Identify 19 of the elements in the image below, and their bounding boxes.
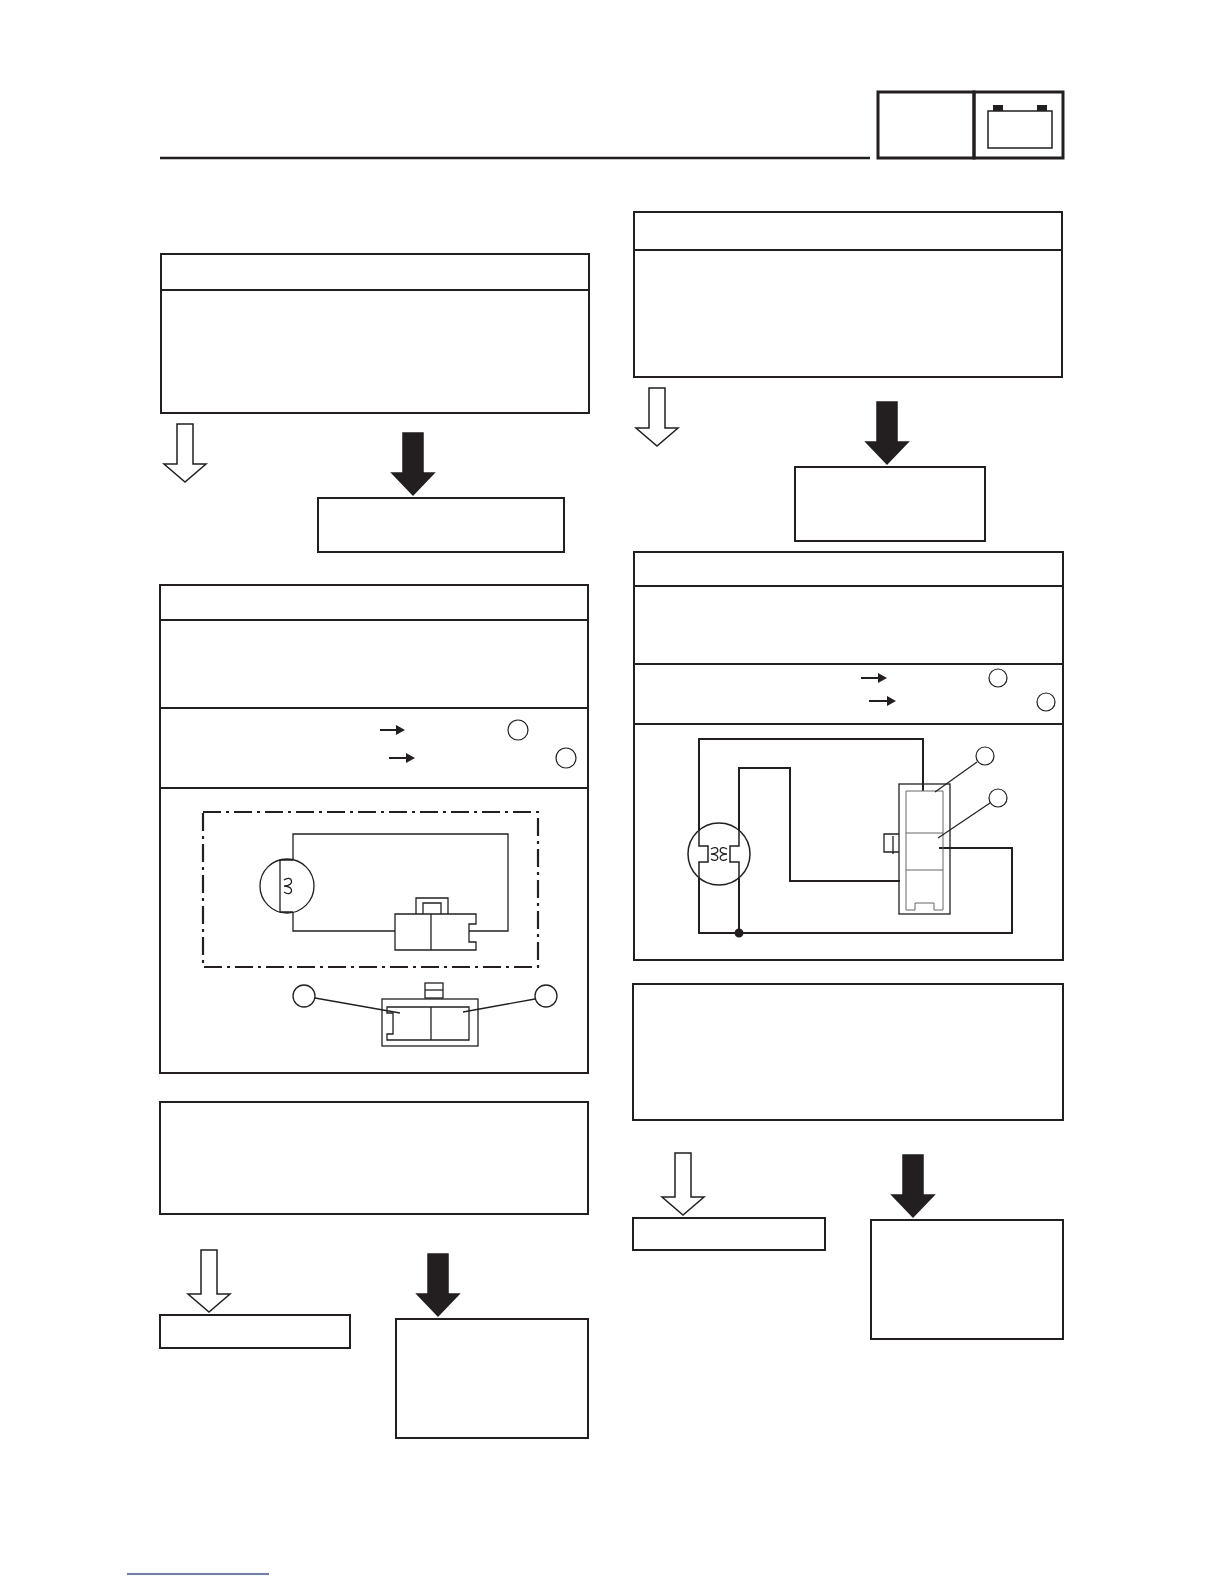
flowchart-box [633, 211, 1063, 378]
block-arrow [890, 1154, 936, 1219]
block-arrow [390, 432, 436, 497]
flowchart-box [870, 1219, 1064, 1340]
block-arrow [161, 423, 209, 483]
flowchart-box [159, 1314, 351, 1349]
flowchart-box [395, 1318, 589, 1439]
flowchart-box [632, 1217, 826, 1251]
flowchart-box [159, 584, 589, 1074]
flowchart-box [317, 497, 565, 553]
block-arrow [864, 401, 910, 466]
flowchart-box [159, 1101, 589, 1215]
block-arrow [633, 387, 681, 447]
block-arrow [659, 1152, 707, 1216]
flowchart-box [794, 466, 986, 542]
flowchart-box [632, 983, 1064, 1121]
block-arrow [415, 1253, 461, 1318]
block-arrow [185, 1249, 233, 1313]
flowchart-box [160, 253, 590, 414]
